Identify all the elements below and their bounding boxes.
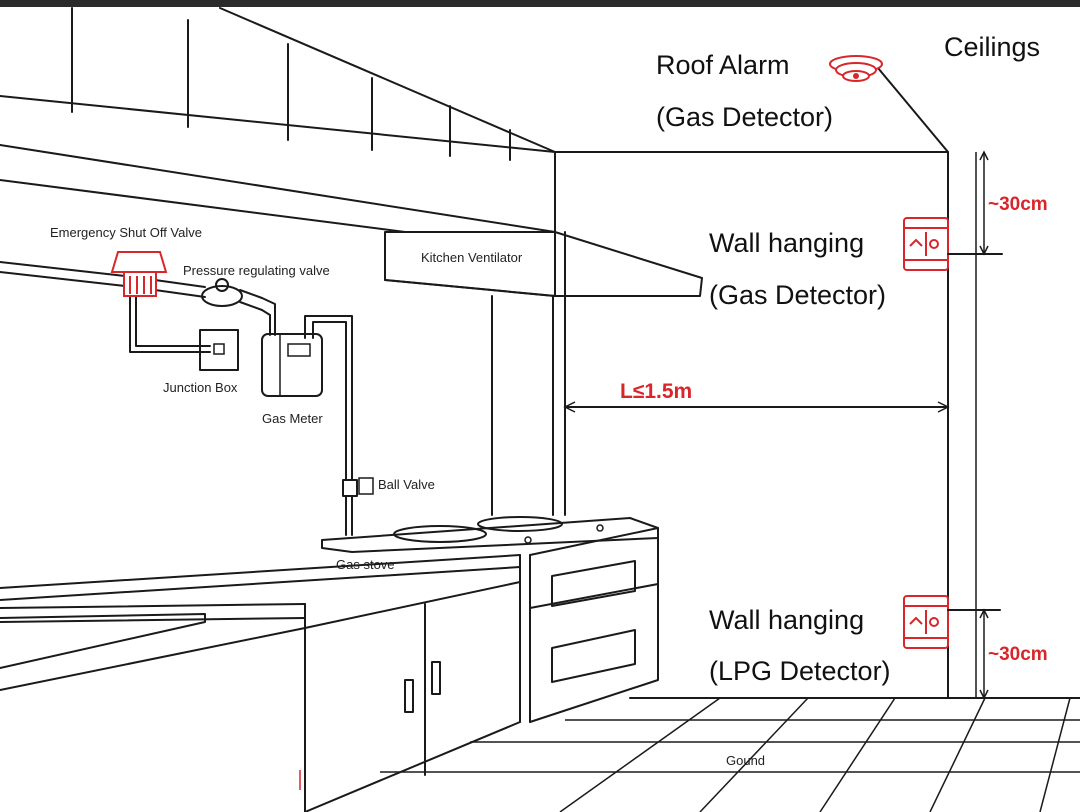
lower-cabinets [0,554,531,812]
gas-meter-label: Gas Meter [262,411,323,426]
wall-hanging-lpg-label: Wall hanging [709,605,864,635]
roof-alarm-icon [829,55,883,82]
distance-measurement: L≤1.5m [620,380,692,403]
gas-pipe [0,261,353,536]
gas-stove [321,516,659,723]
junction-box-label: Junction Box [163,380,238,395]
top-bar [0,0,1080,7]
ball-valve-label: Ball Valve [378,477,435,492]
floor [380,697,1080,812]
gas-stove-label: Gas stove [336,557,395,572]
wall-hanging-gas-sublabel: (Gas Detector) [709,280,886,310]
kitchen-ventilator-label: Kitchen Ventilator [421,250,523,265]
wall-hanging-lpg-sublabel: (LPG Detector) [709,656,891,686]
roof-alarm-label: Roof Alarm [656,50,790,80]
pressure-valve-icon [201,278,243,307]
ceilings-label: Ceilings [944,32,1040,62]
junction-box-icon [199,329,239,371]
roof-alarm-sublabel: (Gas Detector) [656,102,833,132]
ground-label: Gound [726,753,765,768]
emergency-valve-icon [110,251,168,297]
gas-detector-icon [903,217,949,271]
upper-cabinets [0,7,556,233]
ball-valve-icon [342,477,374,497]
kitchen-ventilator [384,231,703,516]
emergency-valve-label: Emergency Shut Off Valve [50,225,202,240]
gas-meter-icon [261,333,323,397]
pressure-valve-label: Pressure regulating valve [183,263,330,278]
bottom-offset-measurement: ~30cm [988,644,1048,665]
wall-hanging-gas-label: Wall hanging [709,228,864,258]
dimension-lines [563,150,1003,700]
top-offset-measurement: ~30cm [988,194,1048,215]
lpg-detector-icon [903,595,949,649]
